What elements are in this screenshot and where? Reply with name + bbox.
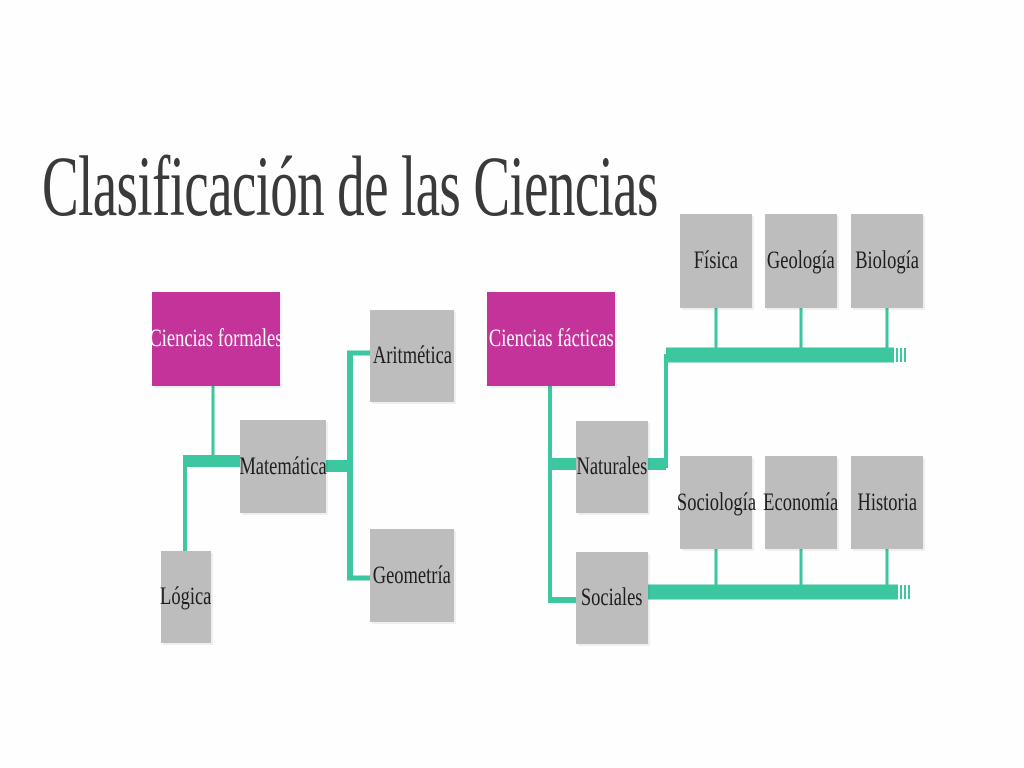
node-label: Geología xyxy=(767,247,835,274)
node-biologia: Biología xyxy=(851,214,923,308)
diagram-title: Clasificación de las Ciencias xyxy=(42,138,658,234)
node-label: Biología xyxy=(855,247,919,274)
node-label: Física xyxy=(693,247,739,274)
node-aritmetica: Aritmética xyxy=(370,310,454,402)
node-logica: Lógica xyxy=(160,551,212,643)
node-matematica: Matemática xyxy=(239,420,327,513)
node-geometria: Geometría xyxy=(370,529,454,622)
node-historia: Historia xyxy=(851,456,923,549)
node-label: Historia xyxy=(857,488,917,516)
node-sociologia: Sociología xyxy=(676,456,756,549)
node-geologia: Geología xyxy=(765,214,837,308)
node-fisica: Física xyxy=(680,214,752,308)
node-label: Sociología xyxy=(676,488,756,516)
node-label: Naturales xyxy=(576,453,648,480)
node-label: Geometría xyxy=(372,561,452,589)
node-label: Ciencias fácticas xyxy=(488,325,614,352)
node-label: Economía xyxy=(763,488,839,516)
sociales-bar-continuation xyxy=(900,585,910,599)
node-label: Aritmética xyxy=(372,342,452,369)
node-ciencias-formales: Ciencias formales xyxy=(149,292,283,386)
node-sociales: Sociales xyxy=(576,552,648,644)
node-naturales: Naturales xyxy=(576,421,648,513)
node-label: Matemática xyxy=(239,452,327,480)
node-ciencias-facticas: Ciencias fácticas xyxy=(487,292,615,386)
node-label: Ciencias formales xyxy=(149,325,283,352)
node-label: Sociales xyxy=(581,584,643,611)
node-label: Lógica xyxy=(160,583,212,610)
node-economia: Economía xyxy=(763,456,839,549)
naturales-bar-continuation xyxy=(896,348,906,362)
